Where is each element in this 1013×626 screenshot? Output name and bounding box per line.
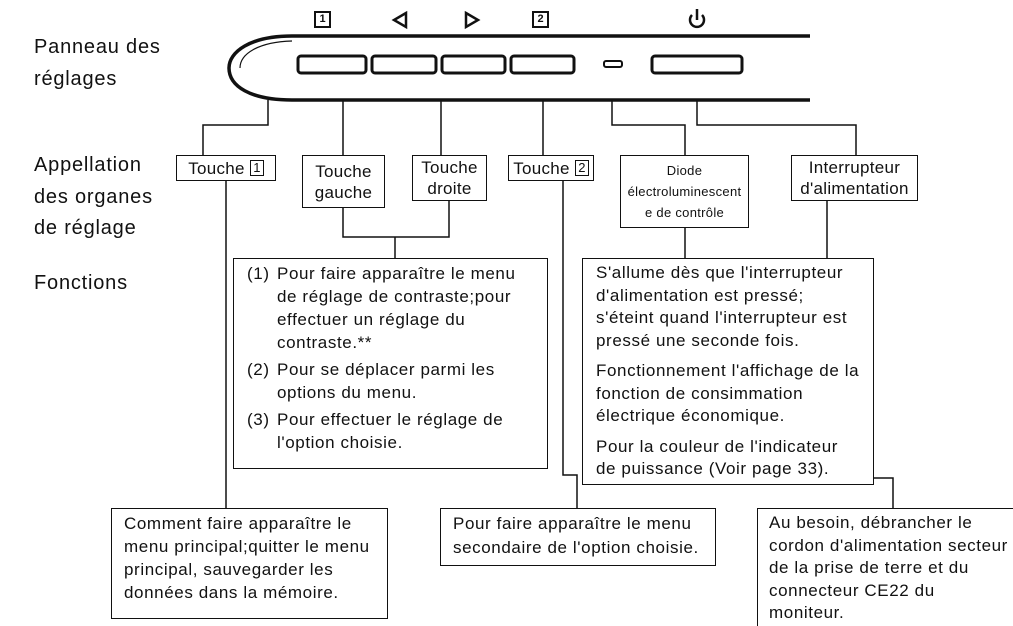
names-row-label-line: des organes: [34, 185, 153, 208]
key-2-function-box: Pour faire apparaître le menu secondaire…: [440, 508, 716, 566]
connector-led: [611, 100, 686, 155]
text-line: options du menu.: [277, 383, 418, 402]
text-line: principal, sauvegarder les: [124, 560, 334, 579]
panel-left-key-shape: [370, 54, 438, 75]
function-item-1: (1) Pour faire apparaître le menu de rég…: [247, 262, 547, 354]
power-switch-name-line: Interrupteur: [808, 158, 901, 177]
text-line: l'option choisie.: [277, 433, 403, 452]
led-name-line: électroluminescent: [627, 184, 742, 199]
key-2-name-label: Touche: [513, 158, 570, 178]
function-item-2: (2) Pour se déplacer parmi les options d…: [247, 358, 547, 404]
left-key-name-line: gauche: [314, 182, 373, 202]
panel-key-1-shape: [296, 54, 368, 75]
connector-key-1: [202, 100, 269, 155]
text-line: contraste.**: [277, 333, 373, 352]
text-line: Pour effectuer le réglage de: [277, 410, 504, 429]
text-line: effectuer un réglage du: [277, 310, 466, 329]
control-panel-outline: [227, 34, 810, 102]
panel-row-label: Panneau des réglages: [34, 31, 161, 95]
key-1-function-box: Comment faire apparaître le menu princip…: [111, 508, 388, 619]
key-1-name-box: Touche 1: [176, 155, 276, 181]
text-line: pressé une seconde fois.: [596, 330, 800, 350]
function-item-number: (2): [247, 360, 270, 379]
panel-power-switch-shape: [650, 54, 744, 75]
text-line: Comment faire apparaître le: [124, 514, 352, 533]
power-switch-function-box: Au besoin, débrancher le cordon d'alimen…: [757, 508, 1013, 626]
led-function-box: S'allume dès que l'interrupteur d'alimen…: [582, 258, 874, 485]
names-row-label-line: de réglage: [34, 217, 137, 239]
names-row-label-line: Appellation: [34, 154, 142, 176]
left-triangle-icon: [391, 10, 408, 30]
right-key-name-line: droite: [427, 179, 472, 198]
names-row-label: Appellation des organes de réglage: [34, 150, 153, 245]
led-name-line: e de contrôle: [644, 205, 725, 220]
text-line: Pour faire apparaître le menu: [453, 514, 692, 533]
control-panel-inner-curve: [239, 40, 293, 69]
key-2-icon: 2: [532, 11, 549, 28]
key-2-icon-label: 2: [537, 13, 544, 25]
right-key-name-box: Touche droite: [412, 155, 487, 201]
led-function-paragraph: S'allume dès que l'interrupteur d'alimen…: [596, 262, 873, 352]
text-line: S'allume dès que l'interrupteur: [596, 263, 844, 282]
text-line: données dans la mémoire.: [124, 583, 339, 602]
function-item-3: (3) Pour effectuer le réglage de l'optio…: [247, 408, 547, 454]
power-icon: [688, 9, 706, 29]
led-function-paragraph: Pour la couleur de l'indicateur de puiss…: [596, 436, 873, 481]
right-triangle-icon: [464, 10, 481, 30]
power-switch-name-line: d'alimentation: [800, 179, 909, 198]
key-1-name-symbol: 1: [249, 160, 264, 176]
left-key-name-box: Touche gauche: [302, 155, 385, 208]
power-switch-name-box: Interrupteur d'alimentation: [791, 155, 918, 201]
function-item-text: Pour faire apparaître le menu de réglage…: [277, 262, 516, 354]
text-line: Pour la couleur de l'indicateur: [596, 436, 839, 456]
led-name-box: Diode électroluminescent e de contrôle: [620, 155, 749, 228]
connector-key-2-function: [562, 181, 578, 508]
key-1-icon-label: 1: [319, 13, 326, 25]
text-line: de la prise de terre et du: [769, 558, 969, 577]
text-line: s'éteint quand l'interrupteur est: [596, 308, 848, 327]
panel-key-2-shape: [509, 54, 576, 75]
text-line: cordon d'alimentation secteur: [769, 535, 1008, 555]
text-line: secondaire de l'option choisie.: [453, 538, 699, 557]
control-panel: [227, 34, 810, 102]
left-key-name-line: Touche: [315, 161, 372, 181]
text-line: moniteur.: [769, 603, 845, 622]
panel-led-shape: [603, 60, 623, 68]
function-item-number: (1): [247, 264, 270, 283]
led-name-line: Diode: [666, 163, 703, 178]
text-line: Pour se déplacer parmi les: [277, 360, 495, 379]
function-item-text: Pour effectuer le réglage de l'option ch…: [277, 408, 503, 454]
connector-power-switch: [696, 100, 857, 155]
right-key-name-line: Touche: [421, 158, 478, 177]
led-function-paragraph: Fonctionnement l'affichage de la fonctio…: [596, 360, 873, 428]
key-2-name-symbol: 2: [574, 160, 589, 176]
panel-right-key-shape: [440, 54, 507, 75]
functions-row-label: Fonctions: [34, 272, 128, 294]
key-1-icon: 1: [314, 11, 331, 28]
text-line: connecteur CE22 du: [769, 580, 935, 600]
text-line: d'alimentation est pressé;: [596, 285, 804, 305]
text-line: de réglage de contraste;pour: [277, 287, 512, 306]
connector-arrow-keys-join: [342, 201, 450, 238]
text-line: menu principal;quitter le menu: [124, 537, 370, 556]
text-line: fonction de consimmation: [596, 383, 804, 403]
function-item-text: Pour se déplacer parmi les options du me…: [277, 358, 495, 404]
arrow-keys-function-box: (1) Pour faire apparaître le menu de rég…: [233, 258, 548, 469]
text-line: Pour faire apparaître le menu: [277, 264, 516, 283]
text-line: de puissance (Voir page 33).: [596, 459, 830, 478]
text-line: électrique économique.: [596, 406, 785, 425]
panel-row-label-line: Panneau des: [34, 36, 161, 58]
text-line: Au besoin, débrancher le: [769, 513, 973, 532]
panel-row-label-line: réglages: [34, 68, 118, 90]
text-line: Fonctionnement l'affichage de la: [596, 361, 860, 380]
key-2-name-box: Touche 2: [508, 155, 594, 181]
key-1-name-label: Touche: [188, 158, 245, 178]
function-item-number: (3): [247, 410, 270, 429]
